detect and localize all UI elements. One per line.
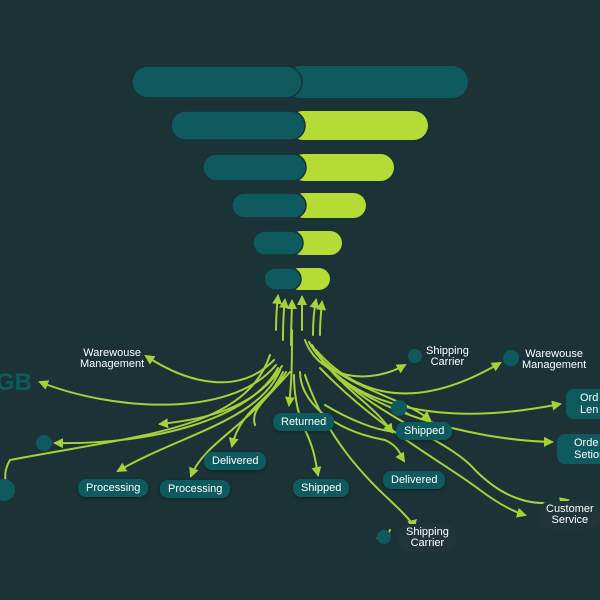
node-warehouse-management-left: Warewouse Management: [74, 346, 150, 372]
node-shipping-carrier-top: Shipping Carrier: [420, 344, 475, 370]
flow-line-16: [284, 329, 295, 407]
funnel-row-2-left: [170, 110, 306, 141]
funnel-row-3: [202, 153, 394, 182]
flow-line-14: [253, 371, 291, 426]
order-setion-label: Orde Setion: [574, 437, 600, 461]
node-order-len: Ord Len: [566, 389, 600, 419]
funnel-row-2: [170, 110, 428, 141]
order-len-label: Ord Len: [580, 392, 599, 416]
shipped-right-label: Shipped: [404, 425, 445, 437]
flow-line-10: [4, 354, 271, 489]
node-left-fragment: GB: [0, 371, 32, 395]
node-delivered-left: Delivered: [204, 452, 267, 470]
flow-line-15: [158, 365, 283, 429]
delivered-right-label: Delivered: [391, 474, 438, 486]
node-dot-2: [0, 479, 15, 501]
warehouse-right-label: Warewouse Management: [522, 348, 587, 371]
node-dot-1: [36, 435, 52, 451]
funnel-row-3-left: [202, 153, 307, 182]
returned-label: Returned: [281, 416, 327, 428]
left-fragment-label: GB: [0, 369, 32, 396]
node-dot-3: [408, 349, 422, 363]
flow-line-7: [144, 354, 275, 384]
flow-line-22: [315, 349, 502, 395]
flow-line-2: [279, 298, 289, 341]
node-processing-2: Processing: [160, 480, 231, 498]
funnel-row-5: [252, 230, 342, 256]
flow-line-6: [316, 300, 327, 336]
funnel-row-4-right: [291, 193, 366, 218]
node-delivered-right: Delivered: [383, 471, 446, 489]
shipping-carrier-top-label: Shipping Carrier: [426, 345, 469, 368]
node-dot-5: [391, 400, 407, 416]
funnel-row-4: [231, 192, 366, 219]
processing-1-label: Processing: [86, 482, 141, 494]
funnel-row-6-left: [263, 267, 302, 291]
node-returned: Returned: [273, 413, 335, 431]
funnel-row-6: [263, 267, 330, 291]
delivered-left-label: Delivered: [212, 455, 259, 467]
node-warehouse-management-right: Warewouse Management: [516, 347, 592, 373]
flow-line-30: [324, 404, 396, 433]
node-dot-4: [503, 350, 519, 366]
funnel-row-5-left: [252, 230, 304, 256]
node-shipped-right: Shipped: [396, 422, 453, 440]
node-shipped-center: Shipped: [293, 479, 350, 497]
flow-line-8: [38, 364, 277, 406]
node-customer-service: Customer Service: [540, 501, 600, 529]
funnel-row-4-left: [231, 192, 307, 219]
shipped-center-label: Shipped: [301, 482, 342, 494]
node-processing-1: Processing: [78, 479, 149, 497]
funnel-row-1-right: [284, 66, 468, 98]
flow-line-5: [309, 298, 320, 336]
node-dot-6: [377, 530, 391, 544]
customer-service-label: Customer Service: [546, 503, 594, 526]
warehouse-left-label: Warewouse Management: [80, 347, 145, 370]
flow-line-18: [299, 371, 406, 463]
shipping-carrier-bottom-label: Shipping Carrier: [406, 526, 449, 549]
flow-line-1: [272, 294, 283, 331]
processing-2-label: Processing: [168, 483, 223, 495]
flow-line-13: [228, 371, 287, 448]
flow-line-19: [304, 339, 407, 378]
funnel-row-1: [131, 65, 468, 99]
funnel-row-2-right: [288, 111, 428, 140]
flow-line-26: [319, 367, 527, 518]
node-order-setion: Orde Setion: [557, 434, 600, 464]
flow-line-11: [116, 369, 281, 473]
funnel-row-1-left: [131, 65, 303, 99]
funnel-row-3-right: [290, 154, 394, 181]
flow-line-25: [321, 361, 570, 507]
node-shipping-carrier-bottom: Shipping Carrier: [398, 524, 457, 552]
